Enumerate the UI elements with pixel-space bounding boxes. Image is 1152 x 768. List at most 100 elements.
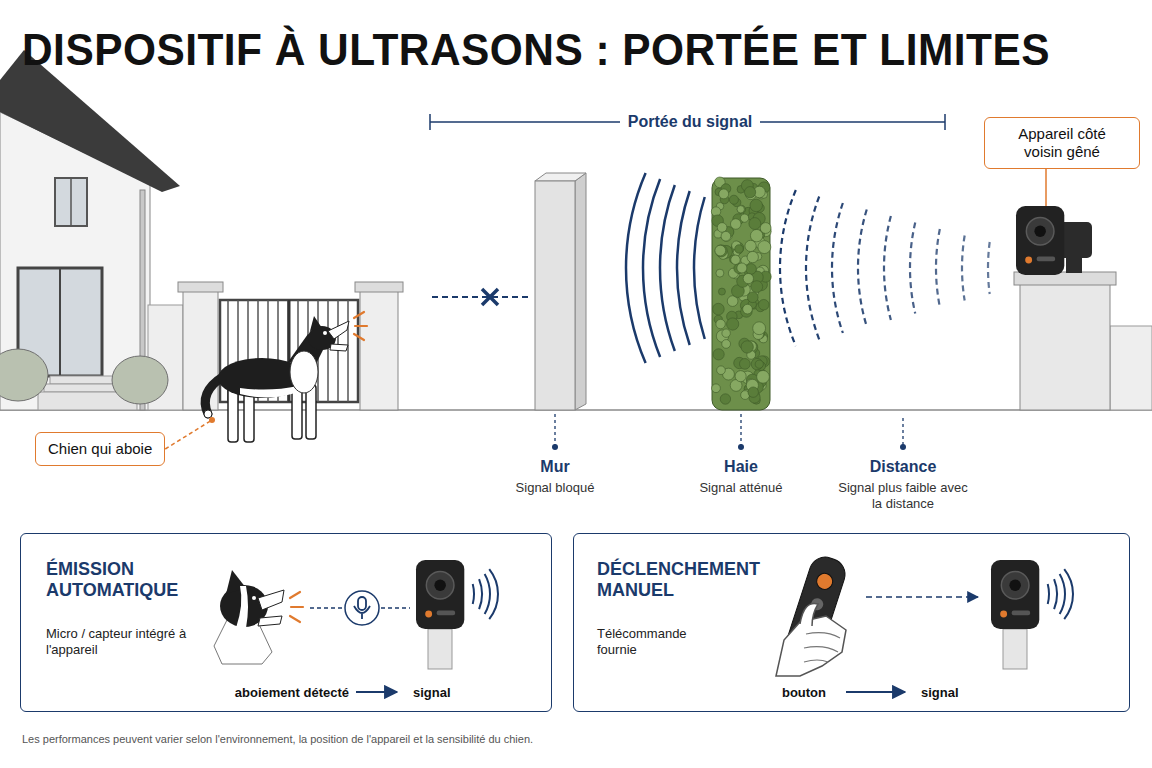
- flow-label: aboiement détecté: [235, 685, 349, 701]
- leader-dot: [900, 444, 906, 450]
- hedge-leaf: [758, 241, 771, 254]
- hedge-leaf: [743, 304, 753, 314]
- dog-jaw: [258, 616, 282, 626]
- dog-belly: [240, 386, 298, 398]
- signal-wave: [677, 191, 690, 345]
- callout-dot: [209, 417, 215, 423]
- signal-wave: [1048, 584, 1049, 604]
- dog-leg: [306, 385, 316, 439]
- panel-heading: DÉCLENCHEMENT MANUEL: [597, 559, 787, 600]
- callout-leader: [165, 420, 212, 449]
- flow-arrow: [356, 691, 397, 693]
- microphone-capsule: [358, 597, 366, 610]
- window-bar: [70, 178, 72, 226]
- obstacle-effect: Signal bloqué: [516, 480, 595, 496]
- hedge-leaf: [758, 299, 769, 310]
- hedge-leaf: [740, 214, 748, 222]
- bracket-tick: [429, 114, 431, 130]
- hedge-leaf: [722, 340, 731, 349]
- neighbour-wall: [1110, 326, 1152, 410]
- manual-mode-illustration: [776, 553, 1073, 692]
- callout-text: Appareil côté voisin gêné: [997, 125, 1127, 161]
- weak-signal-wave: [832, 203, 843, 333]
- callout-leader: [1045, 169, 1047, 206]
- leader-dot: [552, 444, 558, 450]
- signal-wave: [694, 197, 705, 339]
- detection-line: [310, 607, 343, 609]
- dog-eye: [252, 596, 256, 600]
- signal-wave: [1054, 579, 1057, 609]
- signal-wave: [1064, 569, 1073, 619]
- dog-jaw: [330, 344, 348, 351]
- hedge-illustration: [711, 177, 771, 410]
- bark-mark: [290, 592, 300, 598]
- wall-top: [535, 173, 586, 181]
- obstacle-name: Distance: [870, 457, 937, 476]
- device-body: [416, 560, 464, 629]
- hedge-body: [712, 178, 770, 410]
- weak-signal-wave: [936, 229, 940, 307]
- device-speaker-core: [1034, 226, 1046, 238]
- device-slot: [1012, 611, 1030, 616]
- hedge-leaf: [745, 240, 756, 251]
- device-speaker: [426, 572, 454, 600]
- flow-label: signal: [413, 685, 451, 701]
- bark-mark: [354, 312, 364, 318]
- gate-bar: [347, 300, 349, 402]
- house-illustration: [0, 50, 183, 410]
- hedge-leaf: [717, 223, 727, 233]
- weak-signal-wave: [806, 197, 819, 340]
- weak-signal-wave: [988, 242, 990, 294]
- weak-signal-wave: [884, 216, 891, 320]
- pillar-cap: [355, 282, 403, 292]
- device-post: [428, 629, 452, 669]
- hedge-leaf: [716, 319, 725, 328]
- device-speaker-core: [434, 580, 446, 592]
- hedge-leaf: [737, 206, 744, 213]
- dog-chest: [290, 351, 318, 393]
- callout-box: Appareil côté voisin gêné: [984, 117, 1140, 169]
- obstacle-effect: Signal plus faible avec la distance: [838, 480, 968, 511]
- obstacle-name: Mur: [540, 457, 569, 476]
- dog-leg: [228, 388, 238, 442]
- door-frame: [59, 268, 61, 376]
- device-led: [1025, 257, 1032, 264]
- hedge-leaf: [721, 231, 731, 241]
- hedge-leaf: [735, 371, 746, 382]
- flow-label: signal: [921, 685, 959, 701]
- hedge-leaf: [715, 245, 726, 256]
- hedge-leaf: [720, 394, 730, 404]
- bush: [0, 349, 48, 401]
- ultrasonic-device: [1016, 206, 1064, 275]
- bracket-tick: [944, 114, 946, 130]
- neighbour-pillar: [1020, 284, 1110, 410]
- signal-waves: [626, 173, 990, 363]
- device-post: [1003, 629, 1027, 669]
- hedge-leaf: [751, 281, 763, 293]
- mode-panel: ÉMISSION AUTOMATIQUEMicro / capteur inté…: [20, 533, 552, 712]
- dog-muzzle: [258, 590, 284, 610]
- wall-side: [575, 173, 586, 410]
- hand-fingers: [804, 633, 840, 662]
- hedge-leaf: [741, 341, 753, 353]
- leader-dot: [738, 444, 744, 450]
- leader-line: [902, 418, 903, 445]
- weak-signal-wave: [910, 223, 915, 314]
- house-window: [55, 178, 87, 226]
- hedge-leaf: [727, 318, 739, 330]
- dog-illustration: [204, 312, 367, 442]
- obstacle-name: Haie: [724, 457, 758, 476]
- hedge-leaf: [750, 199, 763, 212]
- wall-illustration: [535, 173, 586, 410]
- flow-arrow: [846, 691, 905, 693]
- wall-front: [535, 181, 575, 410]
- hedge-leaf: [737, 205, 745, 213]
- panel-heading: ÉMISSION AUTOMATIQUE: [46, 559, 216, 600]
- automatic-mode-illustration: [214, 560, 498, 692]
- hedge-leaf: [718, 288, 725, 295]
- hedge-leaf: [747, 251, 758, 262]
- bark-mark: [291, 606, 303, 608]
- gate-bar: [327, 300, 329, 402]
- obstacle-effect: Signal atténué: [699, 480, 782, 496]
- leader-line: [554, 414, 555, 445]
